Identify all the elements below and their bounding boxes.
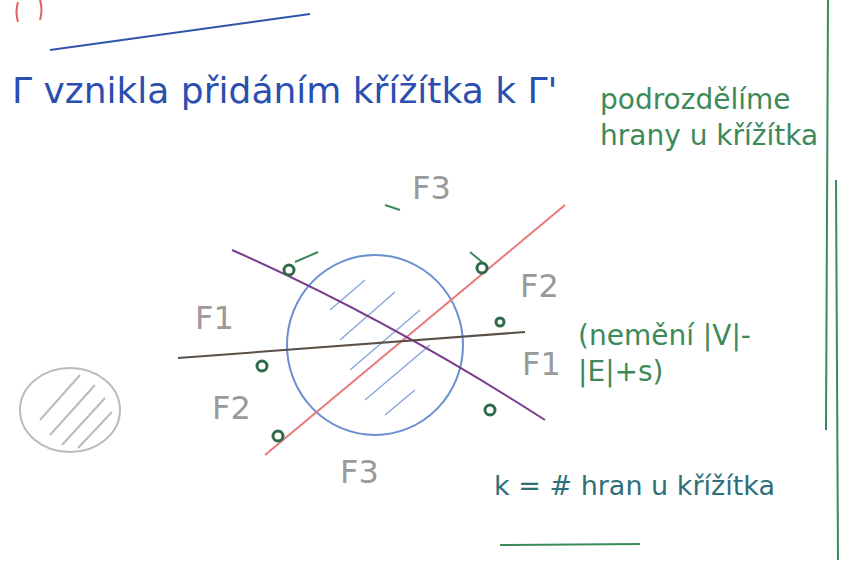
hatching [330,280,430,415]
heading-note: Γ vznikla přidáním křížítka k Γ' [12,68,557,115]
board-stroke [826,0,838,560]
handwritten-note: k = # hran u křížítka [494,468,775,503]
grey-circle [20,368,120,452]
edge-line [265,205,565,455]
face-label: F1 [522,344,582,386]
board-stroke [295,205,482,262]
face-label: F1 [195,298,255,340]
crossing-circle [287,255,463,435]
face-label: F3 [340,452,400,494]
face-label: F3 [412,168,472,210]
handwritten-note: (nemění |V|-|E|+s) [578,318,818,391]
underline [500,544,640,545]
board-stroke [17,0,42,22]
face-label: F2 [212,388,272,430]
subdivision-vertices [257,263,504,441]
board-stroke [50,14,310,50]
face-label: F2 [520,266,580,308]
hatching [40,375,112,448]
handwritten-note: podrozdělíme hrany u křížítka [600,82,820,155]
